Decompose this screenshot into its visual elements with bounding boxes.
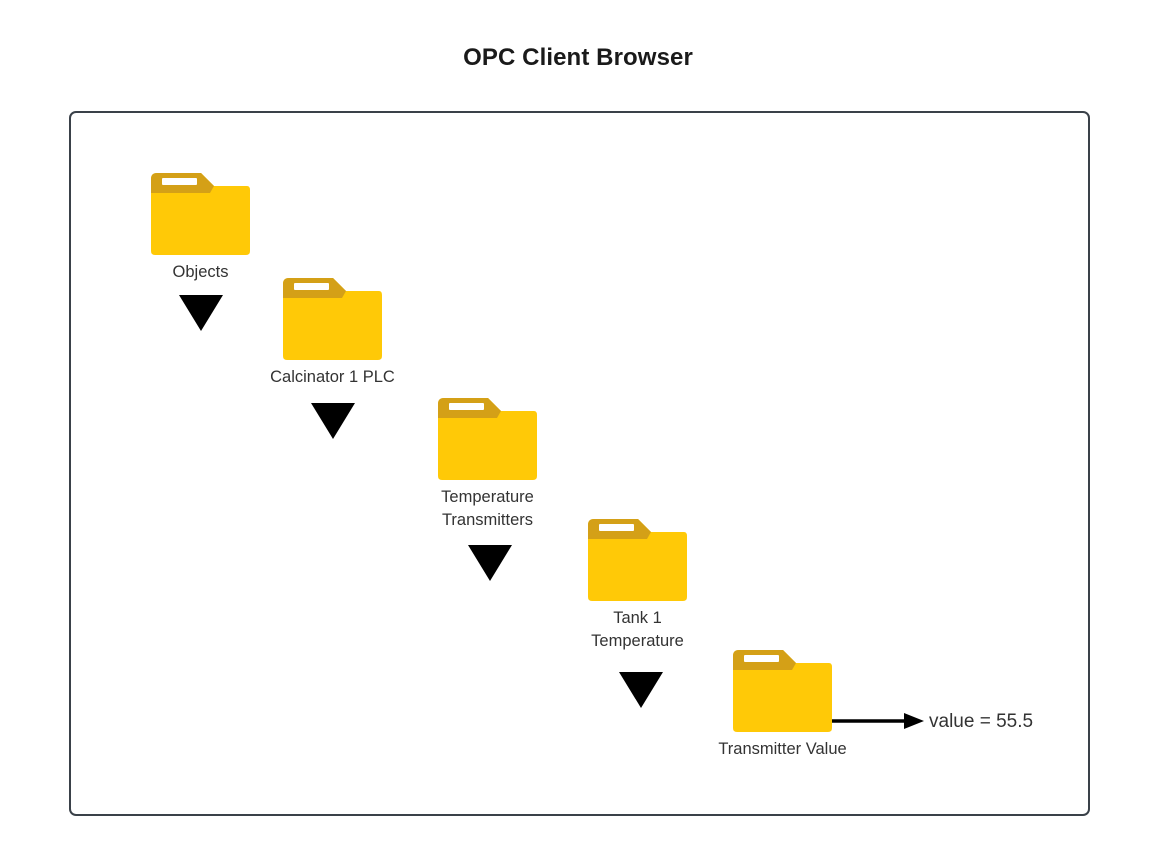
tree-node-label: Transmitter Value (718, 740, 847, 758)
tree-node-label: Temperature Transmitters (441, 488, 534, 529)
value-readout: value = 55.5 (929, 711, 1034, 732)
tree-node-objects[interactable]: Objects (148, 169, 253, 281)
triangle-down-icon (468, 545, 512, 581)
tree-node-label: Calcinator 1 PLC (270, 368, 395, 386)
tree-node-label: Objects (172, 263, 229, 281)
page-title: OPC Client Browser (463, 44, 693, 71)
triangle-down-icon (311, 403, 355, 439)
folder-icon (148, 169, 253, 259)
triangle-down-icon (619, 672, 663, 708)
folder-icon (730, 646, 835, 736)
folder-icon (585, 515, 690, 605)
arrow-right-icon (832, 711, 926, 731)
tree-node-transmitter-value[interactable]: Transmitter Value (718, 646, 847, 758)
tree-node-temperature-transmitters[interactable]: Temperature Transmitters (435, 394, 540, 529)
folder-icon (435, 394, 540, 484)
folder-icon (280, 274, 385, 364)
tree-node-calcinator-1-plc[interactable]: Calcinator 1 PLC (270, 274, 395, 386)
tree-node-label: Tank 1 Temperature (591, 609, 684, 650)
triangle-down-icon (179, 295, 223, 331)
tree-node-tank-1-temperature[interactable]: Tank 1 Temperature (585, 515, 690, 650)
diagram-frame: Objects Calcinator 1 PLC Temperature Tra… (69, 111, 1090, 816)
